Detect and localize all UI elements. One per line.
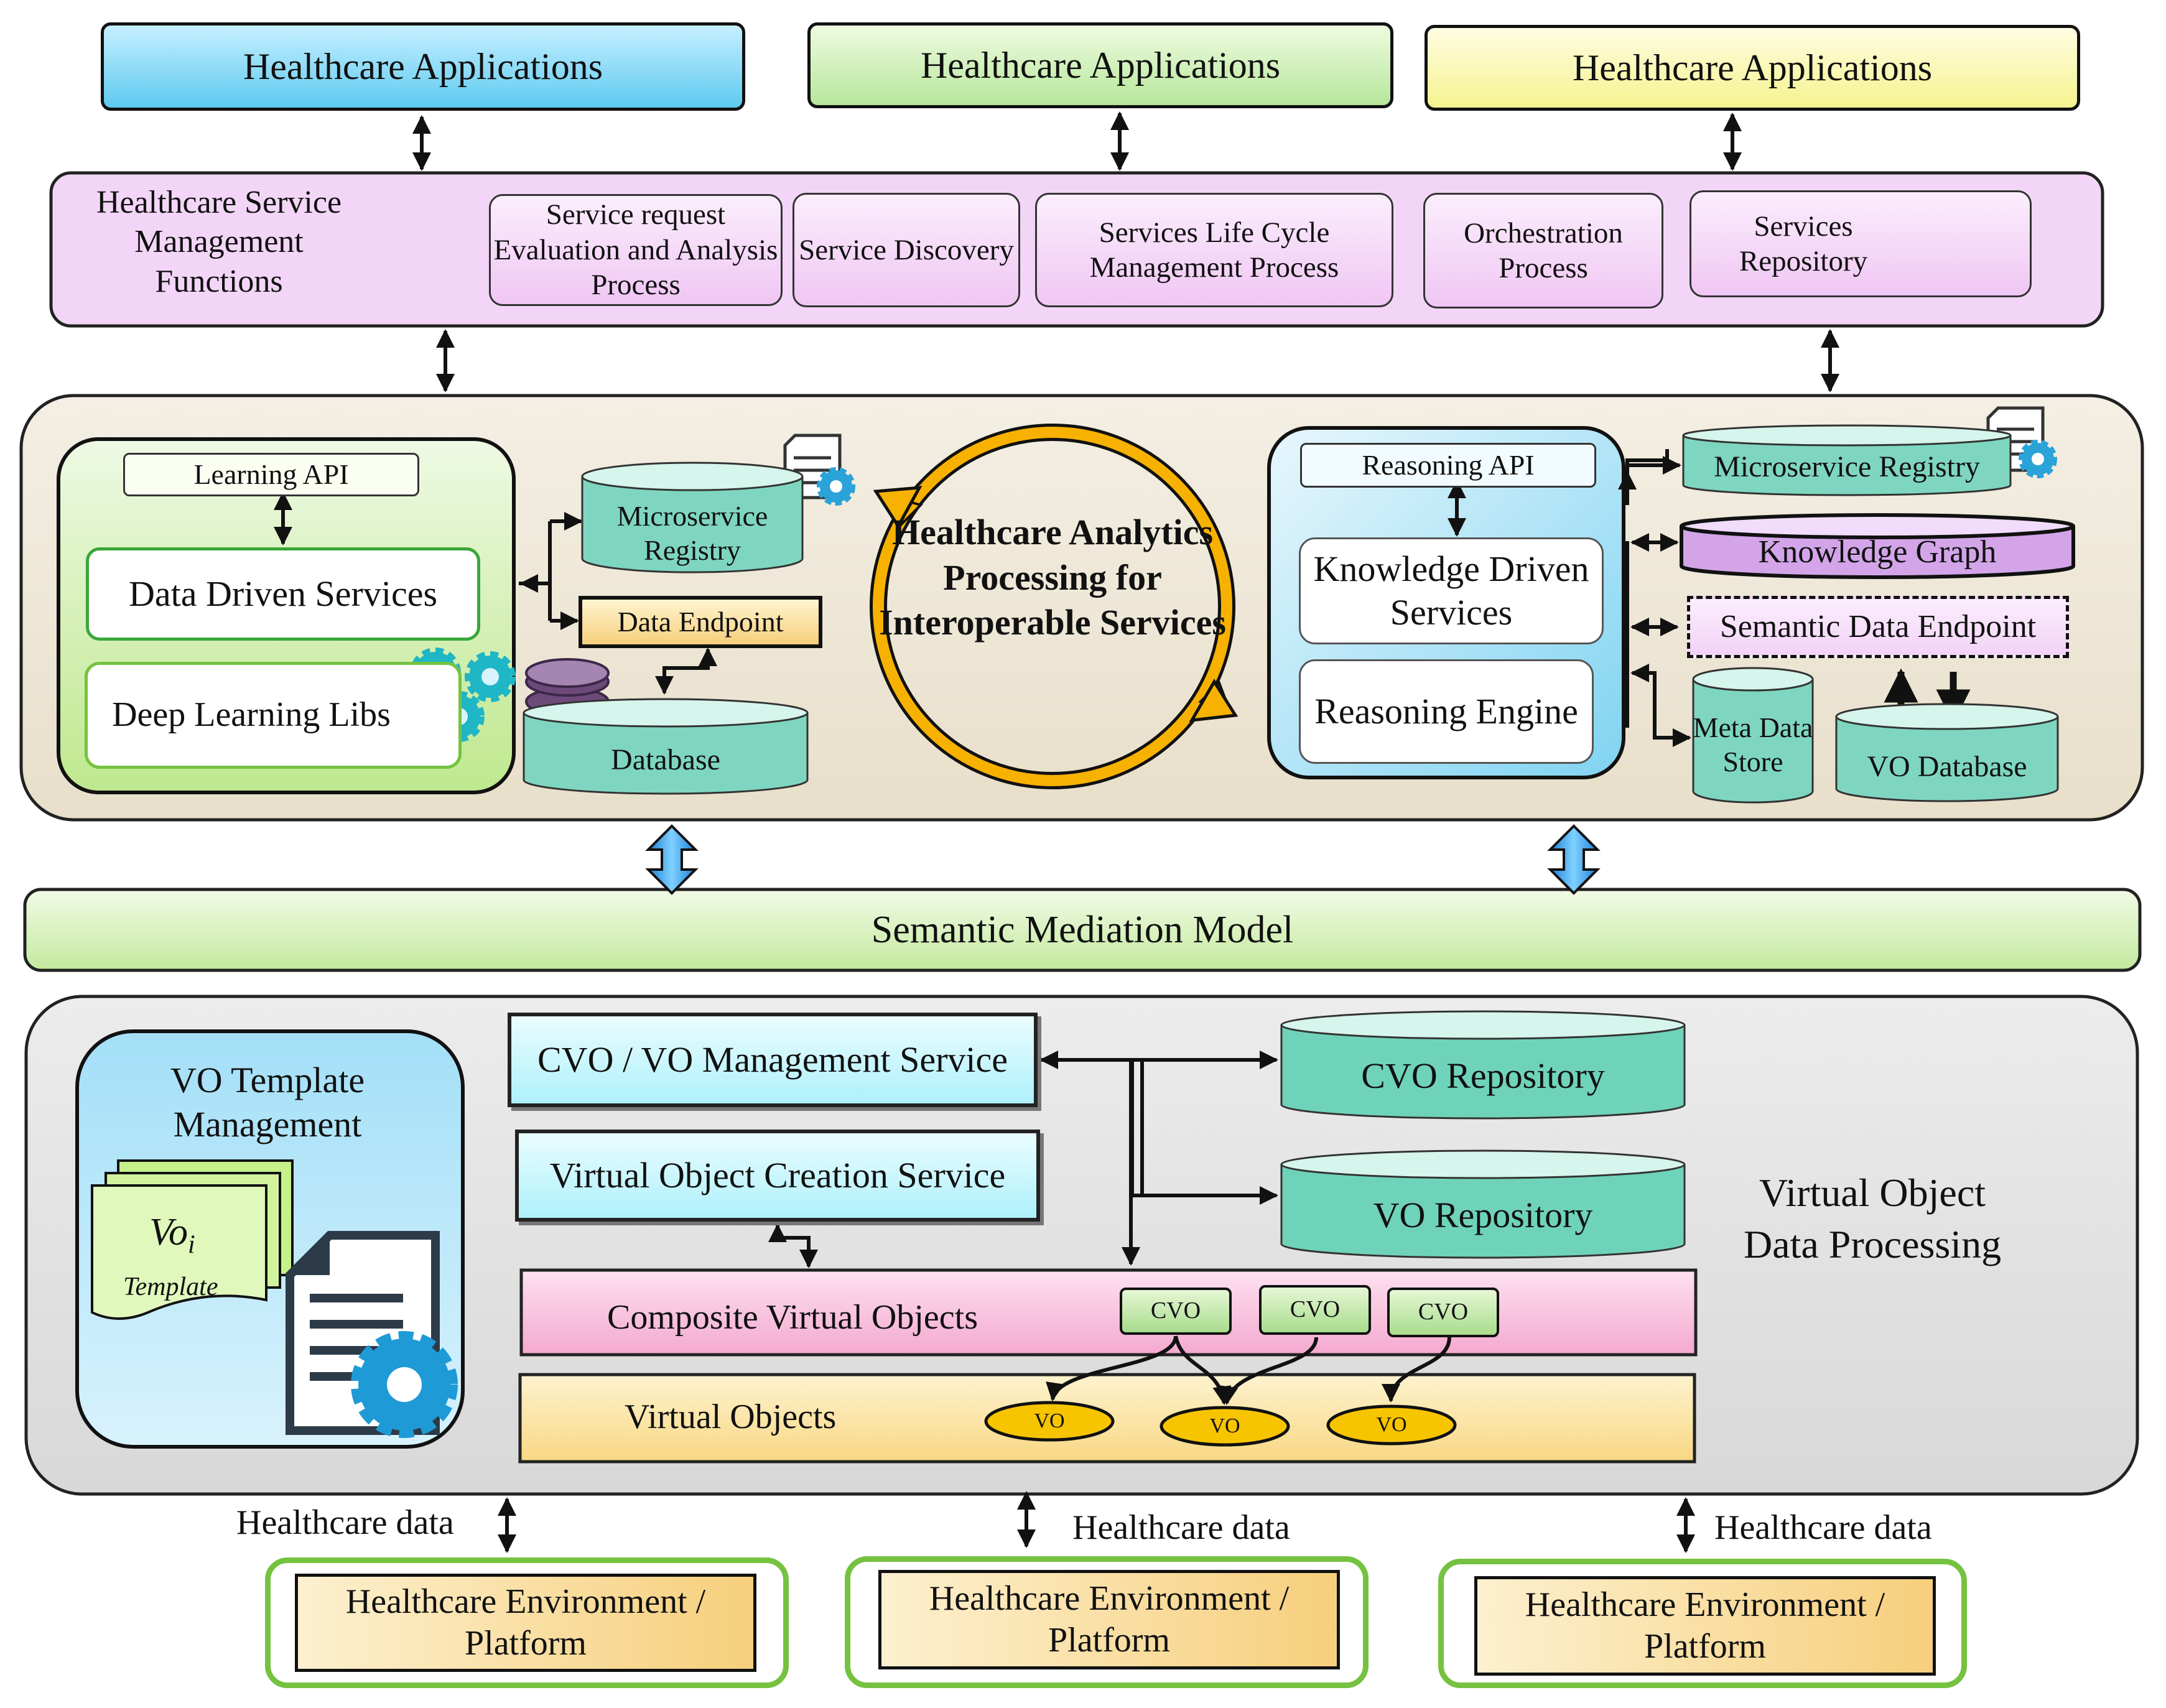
- mediation-layer: [23, 888, 2142, 972]
- document-gear-icon: [286, 1231, 458, 1438]
- cvo-chip: CVO: [1120, 1288, 1232, 1335]
- composite-strip: [519, 1268, 1698, 1357]
- app-label: Healthcare Applications: [920, 45, 1281, 86]
- learning-api: Learning API: [123, 453, 419, 496]
- template-title: VO Template Management: [170, 1060, 365, 1144]
- cycle-icon: [870, 424, 1239, 789]
- semantic-data-endpoint: Semantic Data Endpoint: [1687, 596, 2069, 658]
- cvo-chip: CVO: [1259, 1285, 1371, 1335]
- cvo-repository-cylinder: CVO Repository: [1280, 1010, 1686, 1120]
- app-label: Healthcare Applications: [243, 46, 603, 87]
- meta-data-store-cylinder: Meta Data Store: [1692, 667, 1814, 804]
- knowledge-graph-cylinder: Knowledge Graph: [1680, 513, 2075, 579]
- app-box-1: Healthcare Applications: [101, 22, 745, 111]
- reasoning-api: Reasoning API: [1300, 443, 1596, 488]
- vo-repository-cylinder: VO Repository: [1280, 1149, 1686, 1259]
- blue-double-arrow-left: [645, 824, 699, 895]
- knowledge-driven-services: Knowledge Driven Services: [1299, 537, 1604, 644]
- healthcare-environment-box: Healthcare Environment / Platform: [295, 1574, 756, 1672]
- analytics-center-title: Healthcare Analytics Processing for Inte…: [879, 512, 1226, 643]
- healthcare-data-label: Healthcare data: [1072, 1508, 1290, 1547]
- cvo-chip: CVO: [1387, 1288, 1499, 1337]
- management-title: Healthcare Service Management Functions: [96, 185, 342, 299]
- deep-learning-libs: Deep Learning Libs: [85, 662, 462, 769]
- semantic-mediation-label: Semantic Mediation Model: [871, 908, 1294, 951]
- template-label: Template: [123, 1273, 218, 1301]
- database-cylinder: Database: [523, 698, 809, 795]
- module-orchestration: Orchestration Process: [1423, 193, 1663, 309]
- vo-creation-service: Virtual Object Creation Service: [515, 1130, 1040, 1222]
- data-endpoint: Data Endpoint: [579, 596, 822, 648]
- healthcare-environment-box: Healthcare Environment / Platform: [878, 1570, 1340, 1669]
- composite-label: Composite Virtual Objects: [607, 1298, 978, 1337]
- healthcare-data-label: Healthcare data: [236, 1503, 454, 1542]
- vo-chip: VO: [1326, 1404, 1457, 1446]
- app-box-2: Healthcare Applications: [807, 22, 1393, 108]
- cvo-vo-management-service: CVO / VO Management Service: [508, 1013, 1038, 1107]
- module-lifecycle: Services Life Cycle Management Process: [1035, 193, 1393, 307]
- template-vo-label: Voi: [149, 1211, 195, 1260]
- vo-database-cylinder: VO Database: [1835, 703, 2059, 802]
- app-box-3: Healthcare Applications: [1425, 25, 2080, 111]
- microservice-registry-cylinder: Microservice Registry: [581, 462, 804, 573]
- vo-processing-title: Virtual Object Data Processing: [1743, 1171, 2002, 1267]
- module-service-request: Service request Evaluation and Analysis …: [489, 194, 783, 306]
- healthcare-environment-box: Healthcare Environment / Platform: [1474, 1576, 1936, 1676]
- vo-chip: VO: [984, 1401, 1115, 1442]
- vo-chip: VO: [1160, 1406, 1290, 1447]
- reasoning-engine: Reasoning Engine: [1299, 659, 1594, 764]
- module-services-repository: Services Repository: [1690, 190, 2032, 297]
- module-service-discovery: Service Discovery: [792, 193, 1020, 307]
- data-driven-services: Data Driven Services: [86, 547, 480, 641]
- microservice-registry-cylinder-right: Microservice Registry: [1682, 424, 2012, 496]
- template-documents: [91, 1159, 294, 1320]
- healthcare-data-label: Healthcare data: [1714, 1508, 1932, 1547]
- blue-double-arrow-right: [1547, 824, 1601, 895]
- vo-layer: [24, 995, 2139, 1496]
- app-label: Healthcare Applications: [1572, 47, 1933, 88]
- virtual-objects-label: Virtual Objects: [625, 1398, 837, 1436]
